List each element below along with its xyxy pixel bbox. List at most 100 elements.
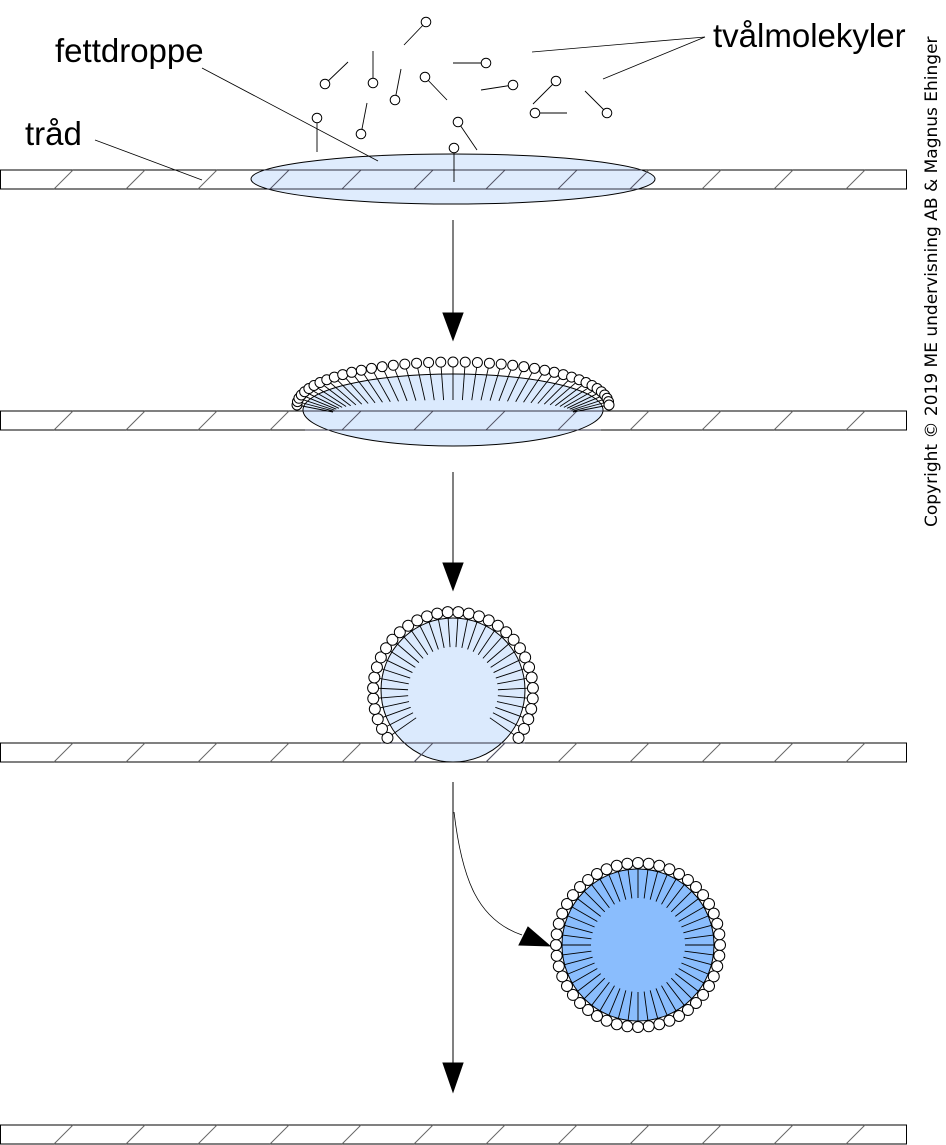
molecule-head (337, 369, 349, 381)
molecule-head (560, 980, 573, 992)
molecule-head (621, 1020, 634, 1033)
leader-fettdroppe (201, 67, 379, 162)
molecule-head (381, 731, 394, 744)
molecule-head (632, 857, 644, 869)
soap-molecule (419, 71, 448, 101)
thread-hatch (269, 1124, 290, 1145)
soap-molecule (321, 374, 357, 406)
molecule-tail (313, 385, 347, 407)
soap-molecule (678, 968, 716, 992)
soap-molecule (529, 107, 567, 119)
leader-trad (94, 139, 203, 181)
thread-hatch (629, 1124, 650, 1145)
molecule-head (552, 917, 565, 930)
soap-molecule (490, 642, 526, 668)
molecule-head (421, 610, 434, 623)
molecule-head (526, 692, 539, 705)
molecule-tail (308, 388, 343, 408)
molecule-tail (532, 80, 557, 105)
molecule-head (689, 996, 702, 1009)
leader-tvalmolekyler-2 (602, 36, 706, 80)
molecule-tail (360, 369, 383, 403)
molecule-head (697, 889, 710, 902)
molecule-head (673, 1010, 685, 1023)
soap-molecule (681, 962, 720, 983)
thread-hatch (413, 1124, 434, 1145)
molecule-head (610, 859, 623, 872)
thread-hatch (485, 742, 506, 763)
thread-hatch (413, 169, 434, 190)
molecule-head (371, 713, 384, 726)
molecule-head (591, 867, 603, 880)
molecule-head (483, 357, 495, 369)
molecule-tail (298, 397, 335, 411)
leader-tvalmolekyler-1 (531, 36, 706, 53)
molecule-tail (403, 21, 427, 46)
soap-molecule (448, 142, 460, 182)
molecule-head (507, 359, 519, 371)
soap-molecule (515, 362, 541, 402)
molecule-tail (371, 368, 391, 402)
soap-molecule (471, 357, 483, 401)
molecule-head (574, 881, 587, 894)
molecule-head (600, 863, 613, 876)
molecule-head (459, 356, 471, 368)
molecule-tail (301, 394, 337, 410)
molecule-head (552, 960, 565, 973)
soap-molecule (574, 977, 606, 1009)
molecule-head (642, 1020, 655, 1033)
molecule-head (393, 626, 406, 639)
molecule-head (714, 939, 726, 951)
thread-hatch (125, 410, 146, 431)
soap-molecule (368, 701, 410, 716)
soap-molecule (591, 867, 615, 905)
label-tvalmolekyler: tvålmolekyler (713, 17, 906, 54)
soap-molecule (355, 364, 383, 403)
thread-hatch (413, 742, 434, 763)
molecule-head (582, 873, 595, 886)
molecule-tail (543, 376, 572, 405)
molecule-tail (351, 372, 376, 404)
molecule-head (513, 642, 526, 655)
molecule-head (526, 681, 539, 694)
molecule-head (711, 917, 724, 930)
soap-molecule (497, 692, 539, 705)
thread-hatch (701, 742, 722, 763)
thread-hatch (197, 1124, 218, 1145)
soap-molecule (523, 364, 551, 403)
soap-molecule (610, 859, 627, 900)
thread-hatch (125, 742, 146, 763)
molecule-head (653, 1018, 666, 1031)
soap-molecule (582, 982, 610, 1017)
soap-molecule (447, 356, 459, 400)
copyright-text: Copyright © 2019 ME undervisning AB & Ma… (922, 36, 942, 527)
soap-molecule (621, 857, 634, 899)
fat-droplet-stage-3 (380, 617, 526, 763)
soap-molecule (556, 907, 595, 928)
soap-molecule (355, 102, 368, 140)
molecule-head (389, 94, 401, 106)
arrow-2-head (442, 562, 464, 592)
molecule-head (319, 78, 331, 90)
thread-hatch (341, 742, 362, 763)
molecule-head (711, 960, 724, 973)
molecule-head (480, 57, 492, 69)
thread-hatch (269, 410, 290, 431)
molecule-head (365, 362, 377, 374)
soap-molecule (572, 399, 615, 413)
soap-molecule (452, 116, 478, 151)
soap-molecule (328, 371, 363, 405)
soap-molecule (566, 973, 601, 1001)
molecule-tail (428, 362, 435, 401)
molecule-tail (381, 366, 399, 402)
soap-molecule (600, 988, 621, 1027)
molecule-head (707, 907, 720, 920)
molecule-head (471, 357, 483, 369)
thread-hatch (773, 169, 794, 190)
molecule-head (574, 996, 587, 1009)
molecule-head (355, 364, 367, 376)
soap-molecule (472, 614, 495, 652)
molecule-head (681, 1004, 694, 1017)
molecule-head (673, 867, 685, 880)
thread-hatch (197, 742, 218, 763)
